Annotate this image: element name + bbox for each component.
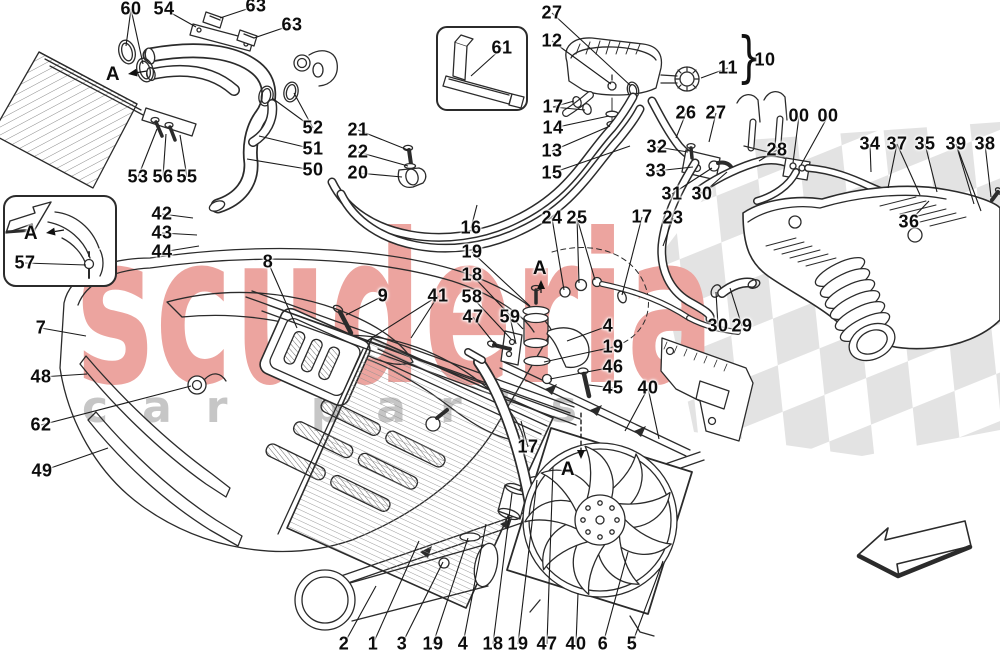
engine-hoses-23-29 (657, 158, 761, 324)
expansion-tank (562, 37, 700, 128)
leader-lines (24, 5, 992, 645)
direction-arrow-inset (5, 201, 52, 234)
engine-assembly (742, 185, 1000, 362)
direction-arrow-bottom-right (856, 520, 973, 579)
center-mount-stack (486, 247, 741, 453)
upper-hose-assembly (118, 11, 338, 214)
radiator-top-left (0, 51, 197, 189)
view-marker-arrows (46, 68, 585, 459)
hose-15-16 (327, 92, 645, 253)
inset-box-bracket-61 (436, 26, 528, 111)
brace-10: } (737, 26, 761, 90)
inset-box-detail-57 (3, 195, 117, 287)
